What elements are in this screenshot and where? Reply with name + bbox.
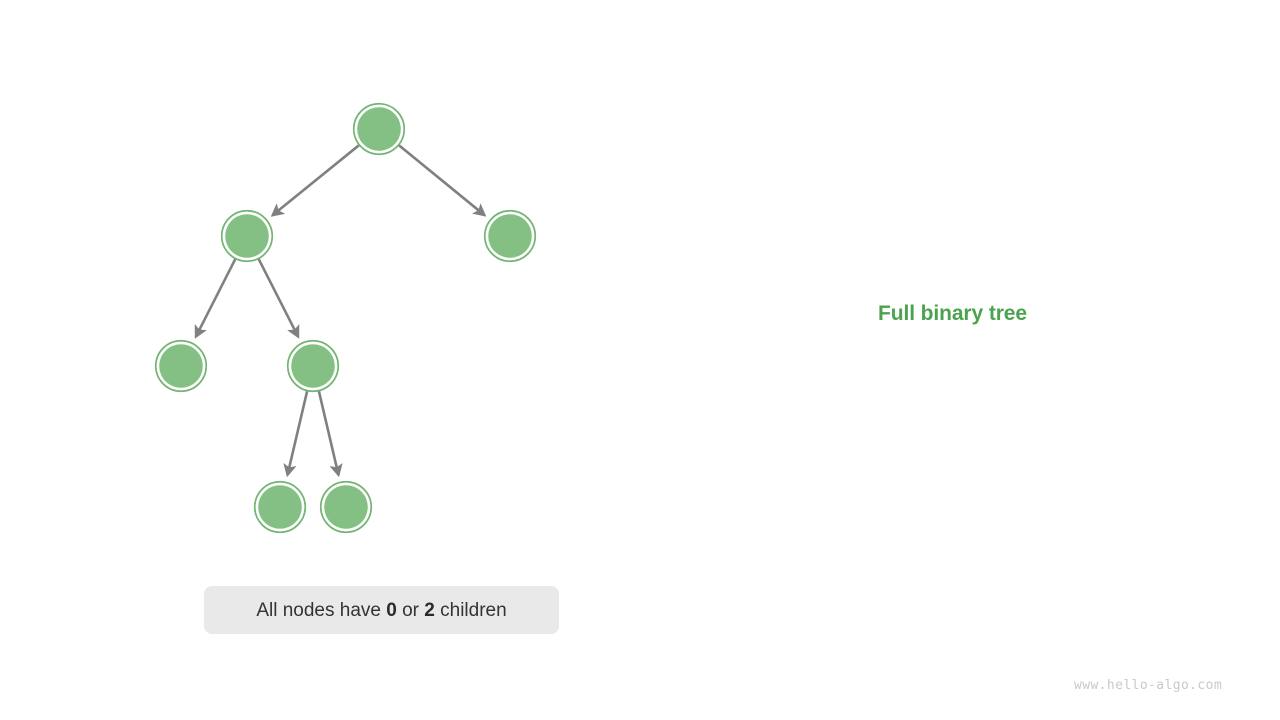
node-disc [258,485,302,529]
caption-middle: or [396,599,425,621]
caption-bold-zero: 0 [386,599,397,621]
node-outer-ring [220,209,274,263]
node-disc [291,344,335,388]
node-disc [488,214,532,258]
node-disc [225,214,269,258]
node-outer-ring [483,209,537,263]
page-title: Full binary tree [878,302,1027,325]
node-gap-ring [321,482,371,532]
tree-node[interactable] [352,102,406,156]
node-gap-ring [255,482,305,532]
caption-text: All nodes have 0 or 2 children [256,601,506,620]
node-gap-ring [288,341,338,391]
tree-edge [317,390,343,478]
node-gap-ring [156,341,206,391]
tree-node[interactable] [319,480,373,534]
tree-node[interactable] [253,480,307,534]
tree-node[interactable] [286,339,340,393]
tree-node[interactable] [220,209,274,263]
caption-suffix: children [434,599,507,621]
node-layer [154,102,537,534]
node-outer-ring [352,102,406,156]
tree-node[interactable] [154,339,208,393]
caption-badge: All nodes have 0 or 2 children [204,586,559,634]
node-outer-ring [319,480,373,534]
tree-edge [283,390,309,478]
node-gap-ring [485,211,535,261]
tree-edge [270,144,360,217]
tree-edge [194,258,237,339]
caption-bold-two: 2 [424,599,435,621]
node-disc [357,107,401,151]
tree-edge [398,144,487,217]
node-disc [324,485,368,529]
node-outer-ring [286,339,340,393]
tree-edge [257,258,300,339]
node-gap-ring [222,211,272,261]
caption-prefix: All nodes have [256,599,387,621]
edge-layer [194,144,487,478]
tree-node[interactable] [483,209,537,263]
node-outer-ring [253,480,307,534]
node-disc [159,344,203,388]
watermark: www.hello-algo.com [1074,678,1223,693]
node-gap-ring [354,104,404,154]
node-outer-ring [154,339,208,393]
